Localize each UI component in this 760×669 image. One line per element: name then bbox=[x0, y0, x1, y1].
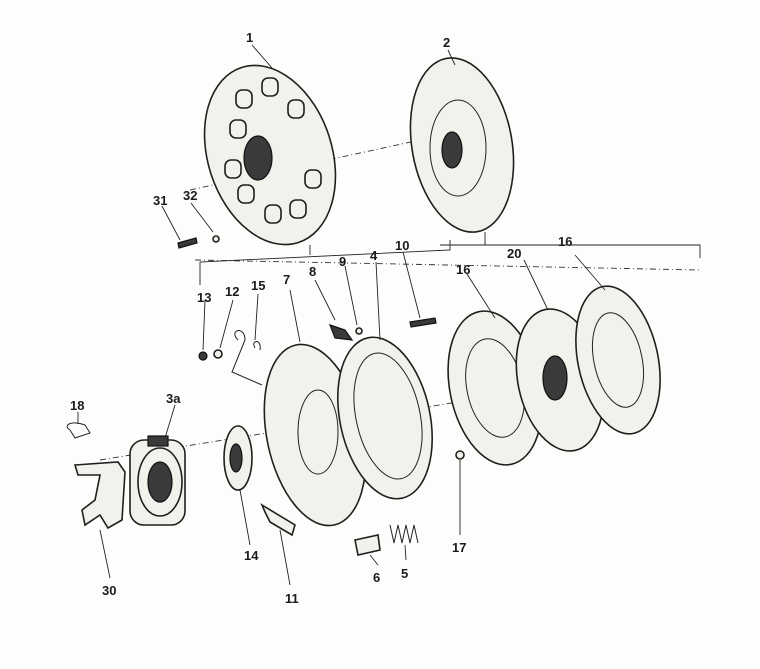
label-31: 31 bbox=[153, 193, 167, 208]
axis-line-bracket bbox=[194, 259, 701, 271]
label-32: 32 bbox=[183, 188, 197, 203]
label-5: 5 bbox=[401, 566, 408, 581]
label-7: 7 bbox=[283, 272, 290, 287]
part-6-bushing bbox=[354, 534, 381, 556]
part-9-pin bbox=[355, 327, 363, 335]
label-14: 14 bbox=[244, 548, 259, 563]
part-16-lining-rear bbox=[575, 285, 661, 435]
label-13: 13 bbox=[197, 290, 211, 305]
part-12-washer bbox=[213, 349, 223, 359]
label-1: 1 bbox=[246, 30, 253, 45]
label-6: 6 bbox=[373, 570, 380, 585]
part-11-lever bbox=[260, 503, 296, 537]
label-15: 15 bbox=[251, 278, 265, 293]
part-5-spring bbox=[389, 524, 419, 544]
label-12: 12 bbox=[225, 284, 239, 299]
part-15-spring bbox=[231, 330, 263, 386]
part-32-washer bbox=[212, 235, 220, 243]
label-18: 18 bbox=[70, 398, 84, 413]
label-16-rear: 16 bbox=[558, 234, 572, 249]
part-14-bearing-carrier bbox=[223, 425, 253, 491]
part-3a-release-bearing bbox=[129, 435, 186, 526]
label-9: 9 bbox=[339, 254, 346, 269]
leader-lines bbox=[77, 44, 606, 586]
group-brackets bbox=[199, 232, 701, 285]
part-1-pressure-plate bbox=[203, 64, 337, 246]
part-2-clutch-disc bbox=[409, 57, 515, 233]
label-2: 2 bbox=[443, 35, 450, 50]
label-16-front: 16 bbox=[456, 262, 470, 277]
part-13-nut bbox=[198, 351, 208, 361]
label-20: 20 bbox=[507, 246, 521, 261]
part-10-bolt bbox=[409, 317, 437, 328]
part-30-release-fork bbox=[73, 461, 126, 530]
label-10: 10 bbox=[395, 238, 409, 253]
label-8: 8 bbox=[309, 264, 316, 279]
part-17-rivet bbox=[455, 450, 465, 460]
label-4: 4 bbox=[370, 248, 378, 263]
part-31-bolt bbox=[177, 237, 198, 249]
label-30: 30 bbox=[102, 583, 116, 598]
label-11: 11 bbox=[285, 591, 299, 606]
part-8-lever bbox=[328, 324, 354, 341]
label-3a: 3a bbox=[166, 391, 181, 406]
label-17: 17 bbox=[452, 540, 466, 555]
part-18-clip bbox=[66, 422, 91, 439]
part-4-cover bbox=[336, 336, 434, 500]
